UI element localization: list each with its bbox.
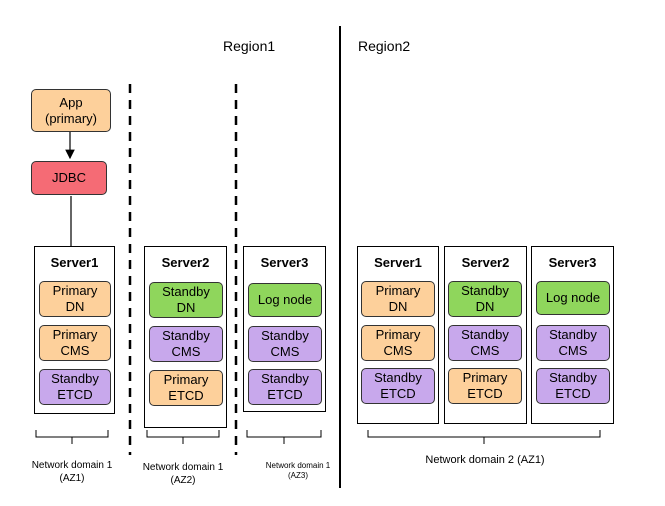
brace-region2	[367, 430, 601, 444]
r2-s1-dn-node: Primary DN	[361, 281, 435, 317]
network-domain-caption-az3: Network domain 1 (AZ3)	[265, 461, 331, 480]
r2-s3-log-node: Log node	[536, 281, 610, 315]
brace-az1	[35, 430, 109, 444]
brace-az3	[246, 430, 322, 444]
r2-s1-etcd-node: Standby ETCD	[361, 368, 435, 404]
r1-s2-dn-node: Standby DN	[149, 282, 223, 318]
server-title: Server2	[461, 255, 510, 270]
server-title: Server1	[374, 255, 422, 270]
r2-s2-dn-node: Standby DN	[448, 281, 522, 317]
server-title: Server1	[50, 255, 99, 270]
r2-s2-etcd-node: Primary ETCD	[448, 368, 522, 404]
r1-s3-log-node: Log node	[248, 283, 322, 317]
r2-s3-cms-node: Standby CMS	[536, 325, 610, 361]
r1-s3-cms-node: Standby CMS	[248, 326, 322, 362]
server-title: Server3	[260, 255, 309, 270]
server-title: Server3	[548, 255, 597, 270]
region2-label: Region2	[358, 38, 411, 54]
r1-s1-cms-node: Primary CMS	[39, 325, 111, 361]
r2-s3-etcd-node: Standby ETCD	[536, 368, 610, 404]
r2-s1-cms-node: Primary CMS	[361, 325, 435, 361]
r1-s2-etcd-node: Primary ETCD	[149, 370, 223, 406]
r1-s1-dn-node: Primary DN	[39, 281, 111, 317]
brace-az2	[146, 430, 220, 444]
server-title: Server2	[161, 255, 210, 270]
network-domain-caption-az1: Network domain 1 (AZ1)	[31, 460, 113, 484]
r2-s2-cms-node: Standby CMS	[448, 325, 522, 361]
network-domain-caption-region2: Network domain 2 (AZ1)	[425, 454, 545, 466]
network-domain-caption-az2: Network domain 1 (AZ2)	[142, 462, 224, 486]
jdbc-node: JDBC	[31, 161, 107, 195]
r1-s1-etcd-node: Standby ETCD	[39, 369, 111, 405]
region1-label: Region1	[223, 38, 276, 54]
app-primary-node: App (primary)	[31, 89, 111, 132]
r1-s3-etcd-node: Standby ETCD	[248, 369, 322, 405]
r1-s2-cms-node: Standby CMS	[149, 326, 223, 362]
